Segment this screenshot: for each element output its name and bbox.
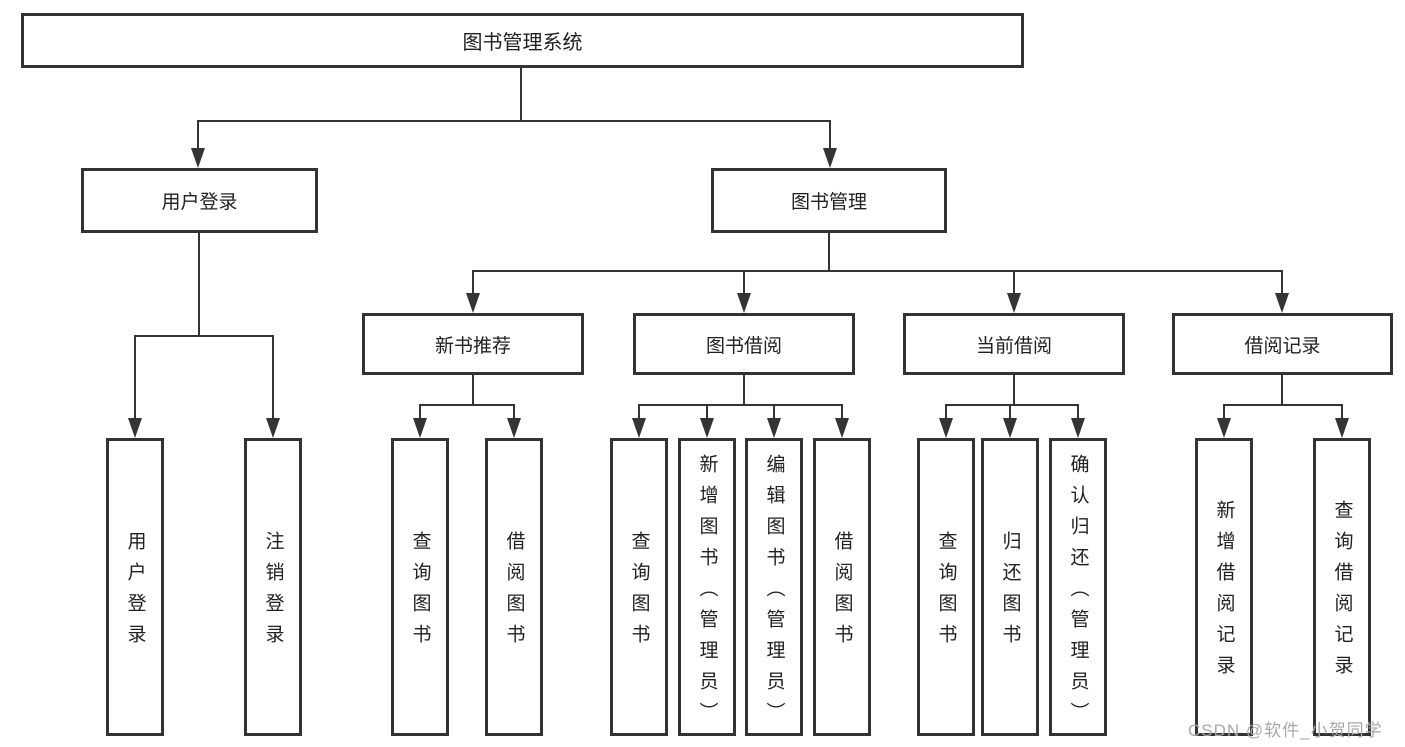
connector-line [773, 404, 775, 420]
arrow-down-icon [1335, 418, 1349, 438]
connector-line [513, 404, 515, 420]
leaf-query-books-recommend: 查询图书 [391, 438, 449, 736]
arrow-down-icon [737, 293, 751, 313]
leaf-label: 借阅图书 [503, 531, 525, 655]
arrow-down-icon [1275, 293, 1289, 313]
node-current-borrowing: 当前借阅 [903, 313, 1125, 375]
connector-line [197, 120, 199, 150]
leaf-logout: 注销登录 [244, 438, 302, 736]
leaf-label: 新增借阅记录 [1213, 500, 1235, 686]
node-label: 用户登录 [161, 192, 238, 213]
connector-line [841, 404, 843, 420]
connector-line [829, 120, 831, 150]
connector-line [472, 270, 1283, 272]
connector-line [197, 120, 831, 122]
connector-line [828, 233, 830, 271]
connector-line [638, 404, 640, 420]
connector-line [1013, 375, 1015, 405]
connector-line [945, 404, 1079, 406]
connector-line [198, 233, 200, 335]
arrow-down-icon [466, 293, 480, 313]
connector-line [472, 375, 474, 405]
leaf-label: 查询图书 [935, 531, 957, 655]
arrow-down-icon [191, 148, 205, 168]
node-library-management-system: 图书管理系统 [21, 13, 1024, 68]
connector-line [1341, 404, 1343, 420]
leaf-label: 注销登录 [262, 531, 284, 655]
leaf-label: 借阅图书 [831, 531, 853, 655]
arrow-down-icon [835, 418, 849, 438]
arrow-down-icon [823, 148, 837, 168]
leaf-label: 查询图书 [409, 531, 431, 655]
leaf-label: 查询图书 [628, 531, 650, 655]
node-user-login: 用户登录 [81, 168, 318, 233]
arrow-down-icon [1003, 418, 1017, 438]
connector-line [1009, 404, 1011, 420]
connector-line [1223, 404, 1343, 406]
node-label: 图书借阅 [705, 335, 782, 357]
connector-line [638, 404, 843, 406]
connector-line [419, 404, 515, 406]
leaf-label: 归还图书 [999, 531, 1021, 655]
leaf-query-borrow-record: 查询借阅记录 [1313, 438, 1371, 736]
node-label: 当前借阅 [975, 335, 1052, 357]
connector-line [1223, 404, 1225, 420]
leaf-label: 查询借阅记录 [1331, 500, 1353, 686]
leaf-add-borrow-record: 新增借阅记录 [1195, 438, 1253, 736]
node-new-book-recommendation: 新书推荐 [362, 313, 584, 375]
connector-line [1077, 404, 1079, 420]
leaf-return-book: 归还图书 [981, 438, 1039, 736]
arrow-down-icon [1217, 418, 1231, 438]
node-label: 借阅记录 [1244, 335, 1321, 357]
connector-line [743, 375, 745, 405]
leaf-query-books-borrow: 查询图书 [610, 438, 668, 736]
connector-line [134, 335, 136, 420]
connector-line [945, 404, 947, 420]
arrow-down-icon [1007, 293, 1021, 313]
connector-line [1281, 375, 1283, 405]
connector-line [472, 270, 474, 295]
node-label: 图书管理系统 [462, 32, 583, 54]
arrow-down-icon [413, 418, 427, 438]
leaf-user-login: 用户登录 [106, 438, 164, 736]
connector-line [419, 404, 421, 420]
node-borrowing-records: 借阅记录 [1172, 313, 1393, 375]
connector-line [743, 270, 745, 295]
arrow-down-icon [632, 418, 646, 438]
connector-line [134, 335, 274, 337]
node-book-borrowing: 图书借阅 [633, 313, 855, 375]
connector-line [272, 335, 274, 420]
csdn-watermark: CSDN @软件_小贺同学 [1188, 721, 1383, 740]
leaf-add-book-admin: 新增图书（管理员） [678, 438, 736, 736]
leaf-borrow-books: 借阅图书 [813, 438, 871, 736]
leaf-label: 新增图书（管理员） [696, 453, 718, 733]
arrow-down-icon [700, 418, 714, 438]
node-label: 新书推荐 [434, 335, 511, 357]
leaf-borrow-books-recommend: 借阅图书 [485, 438, 543, 736]
connector-line [1281, 270, 1283, 295]
node-label: 图书管理 [790, 192, 867, 213]
arrow-down-icon [1071, 418, 1085, 438]
arrow-down-icon [767, 418, 781, 438]
leaf-label: 用户登录 [124, 531, 146, 655]
leaf-edit-book-admin: 编辑图书（管理员） [745, 438, 803, 736]
leaf-label: 编辑图书（管理员） [763, 453, 785, 733]
leaf-confirm-return-admin: 确认归还（管理员） [1049, 438, 1107, 736]
connector-line [706, 404, 708, 420]
leaf-label: 确认归还（管理员） [1067, 453, 1089, 733]
leaf-query-books-current: 查询图书 [917, 438, 975, 736]
arrow-down-icon [266, 418, 280, 438]
arrow-down-icon [128, 418, 142, 438]
connector-line [1013, 270, 1015, 295]
arrow-down-icon [939, 418, 953, 438]
arrow-down-icon [507, 418, 521, 438]
connector-line [520, 68, 522, 120]
node-book-management: 图书管理 [711, 168, 947, 233]
